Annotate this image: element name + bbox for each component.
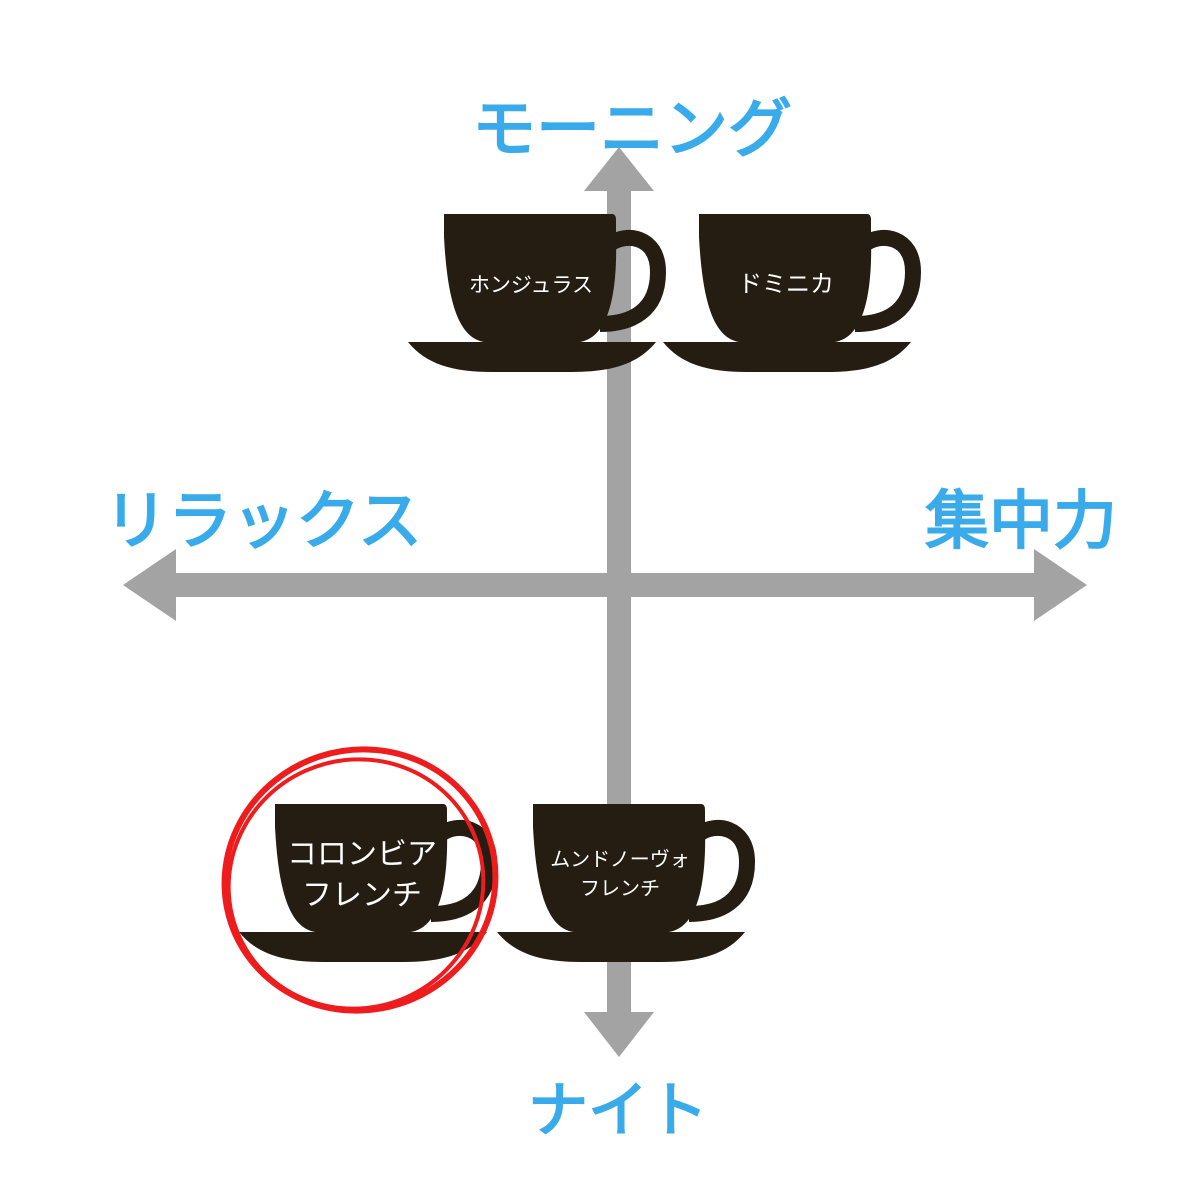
cup-colombia-french: コロンビア フレンチ (239, 804, 498, 962)
cup-handle (599, 229, 667, 332)
coffee-cup-icon (497, 804, 756, 962)
axis-label-right: 集中力 (925, 485, 1117, 559)
cup-body (275, 804, 448, 933)
arrow-right-icon (1034, 549, 1087, 621)
cup-saucer (239, 932, 487, 962)
cup-body (699, 214, 872, 343)
highlight-circle (221, 746, 499, 1014)
cup-dominica: ドミニカ (663, 214, 922, 372)
coffee-cup-icon (408, 214, 667, 372)
cup-mundo-novo-french: ムンドノーヴォ フレンチ (497, 804, 756, 962)
cup-label-line-1: コロンビア (287, 837, 437, 872)
cup-saucer (497, 932, 745, 962)
cup-body (444, 214, 617, 343)
cup-handle (688, 819, 756, 922)
arrow-down-icon (584, 1012, 654, 1057)
cup-body (533, 804, 706, 933)
cup-label-line-1: ムンドノーヴォ (550, 847, 690, 871)
arrow-left-icon (123, 549, 176, 621)
axis-label-top: モーニング (472, 93, 792, 167)
arrow-up-icon (584, 147, 654, 191)
cup-label: ホンジュラス (469, 273, 593, 297)
cup-saucer (408, 342, 656, 372)
cup-label-line-2: フレンチ (302, 878, 422, 913)
cup-handle (854, 229, 922, 332)
highlight-stroke-1 (221, 746, 499, 1014)
cup-handle (430, 819, 498, 922)
cup-honduras: ホンジュラス (408, 214, 667, 372)
cup-label-line-2: フレンチ (580, 876, 660, 900)
cup-saucer (663, 342, 911, 372)
cup-label: ドミニカ (738, 270, 834, 298)
axis-label-left: リラックス (104, 485, 423, 559)
axis-label-bottom: ナイト (528, 1076, 708, 1146)
coffee-cup-icon (663, 214, 922, 372)
highlight-stroke-2 (226, 757, 486, 1011)
coffee-cup-icon (239, 804, 498, 962)
